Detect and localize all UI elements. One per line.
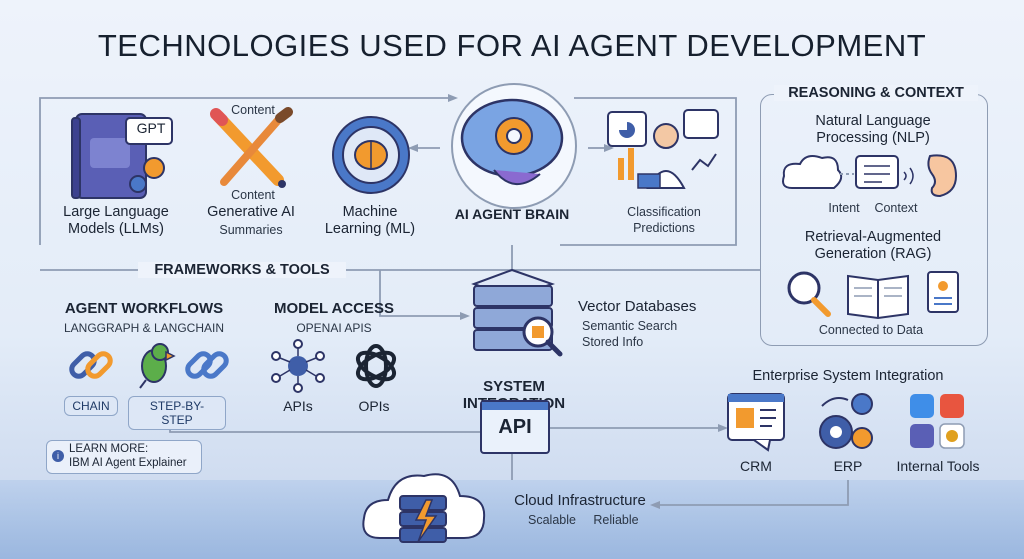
erp-gears-icon [819,393,873,449]
vector-title: Vector Databases [578,298,697,315]
learn-more-line1: LEARN MORE: [69,443,149,455]
database-stack-icon [471,268,563,357]
step-tag: STEP-BY-STEP [128,396,226,430]
api-window: API [480,400,550,454]
opis-label: OPIs [358,398,390,414]
page-title: TECHNOLOGIES USED FOR AI AGENT DEVELOPME… [97,28,927,63]
chain-icon [69,351,113,379]
crm-icon [727,393,785,452]
internal-tools-icon [910,394,965,449]
vector-line1: Semantic Search [582,319,678,333]
brain-label: AI AGENT BRAIN [454,206,570,222]
rag-icons [787,271,959,320]
openai-icon [355,344,397,388]
workflows-title: AGENT WORKFLOWS [64,300,224,317]
frameworks-title: FRAMEWORKS & TOOLS [138,262,346,278]
ai-brain-icon [451,83,577,209]
reasoning-title: REASONING & CONTEXT [774,85,978,101]
vector-line2: Stored Info [582,335,644,349]
apis-label: APIs [283,398,313,414]
cloud-reliable: Reliable [593,513,639,527]
tools-label: Internal Tools [896,458,980,474]
cloud-band [0,480,1024,559]
network-icon [271,339,325,393]
genai-tag-top: Content [231,103,275,117]
genai-sub: Summaries [219,223,283,237]
genai-label: Generative AI [207,204,295,220]
workflows-sub: LANGGRAPH & LANGCHAIN [63,321,225,335]
ml-label: Machine Learning (ML) [324,204,416,237]
nlp-title: Natural Language Processing (NLP) [815,113,931,146]
nlp-intent: Intent [828,201,860,215]
parrot-icon [139,343,176,389]
pencil-brush-icon [210,107,293,188]
ml-gear-brain-icon [332,116,410,194]
api-label: API [498,416,532,438]
classification-line1: Classification [627,205,701,219]
enterprise-title: Enterprise System Integration [752,368,944,384]
llm-label: Large Language Models (LLMs) [63,204,169,237]
info-icon: i [52,450,64,462]
cloud-scalable: Scalable [528,513,576,527]
genai-tag-bottom: Content [231,188,275,202]
model-access-title: MODEL ACCESS [273,300,394,317]
learn-more-line2: IBM AI Agent Explainer [69,457,187,469]
rag-sub: Connected to Data [818,323,924,337]
chain-link-icon [185,351,229,379]
chain-tag: CHAIN [64,396,118,416]
nlp-icons [782,154,958,198]
cloud-title: Cloud Infrastructure [514,492,646,509]
book-icon [71,113,173,199]
erp-label: ERP [833,458,863,474]
crm-label: CRM [740,458,772,474]
model-access-sub: OPENAI APIS [296,321,372,335]
llm-badge: GPT [136,120,166,136]
classification-line2: Predictions [633,221,695,235]
rag-title: Retrieval-Augmented Generation (RAG) [804,229,942,262]
learn-more-box[interactable]: i LEARN MORE: IBM AI Agent Explainer [46,440,202,474]
cloud-server-icon [362,473,486,543]
scientist-dashboard-icon [607,109,719,189]
api-window-bar [482,402,548,410]
nlp-context: Context [874,201,918,215]
